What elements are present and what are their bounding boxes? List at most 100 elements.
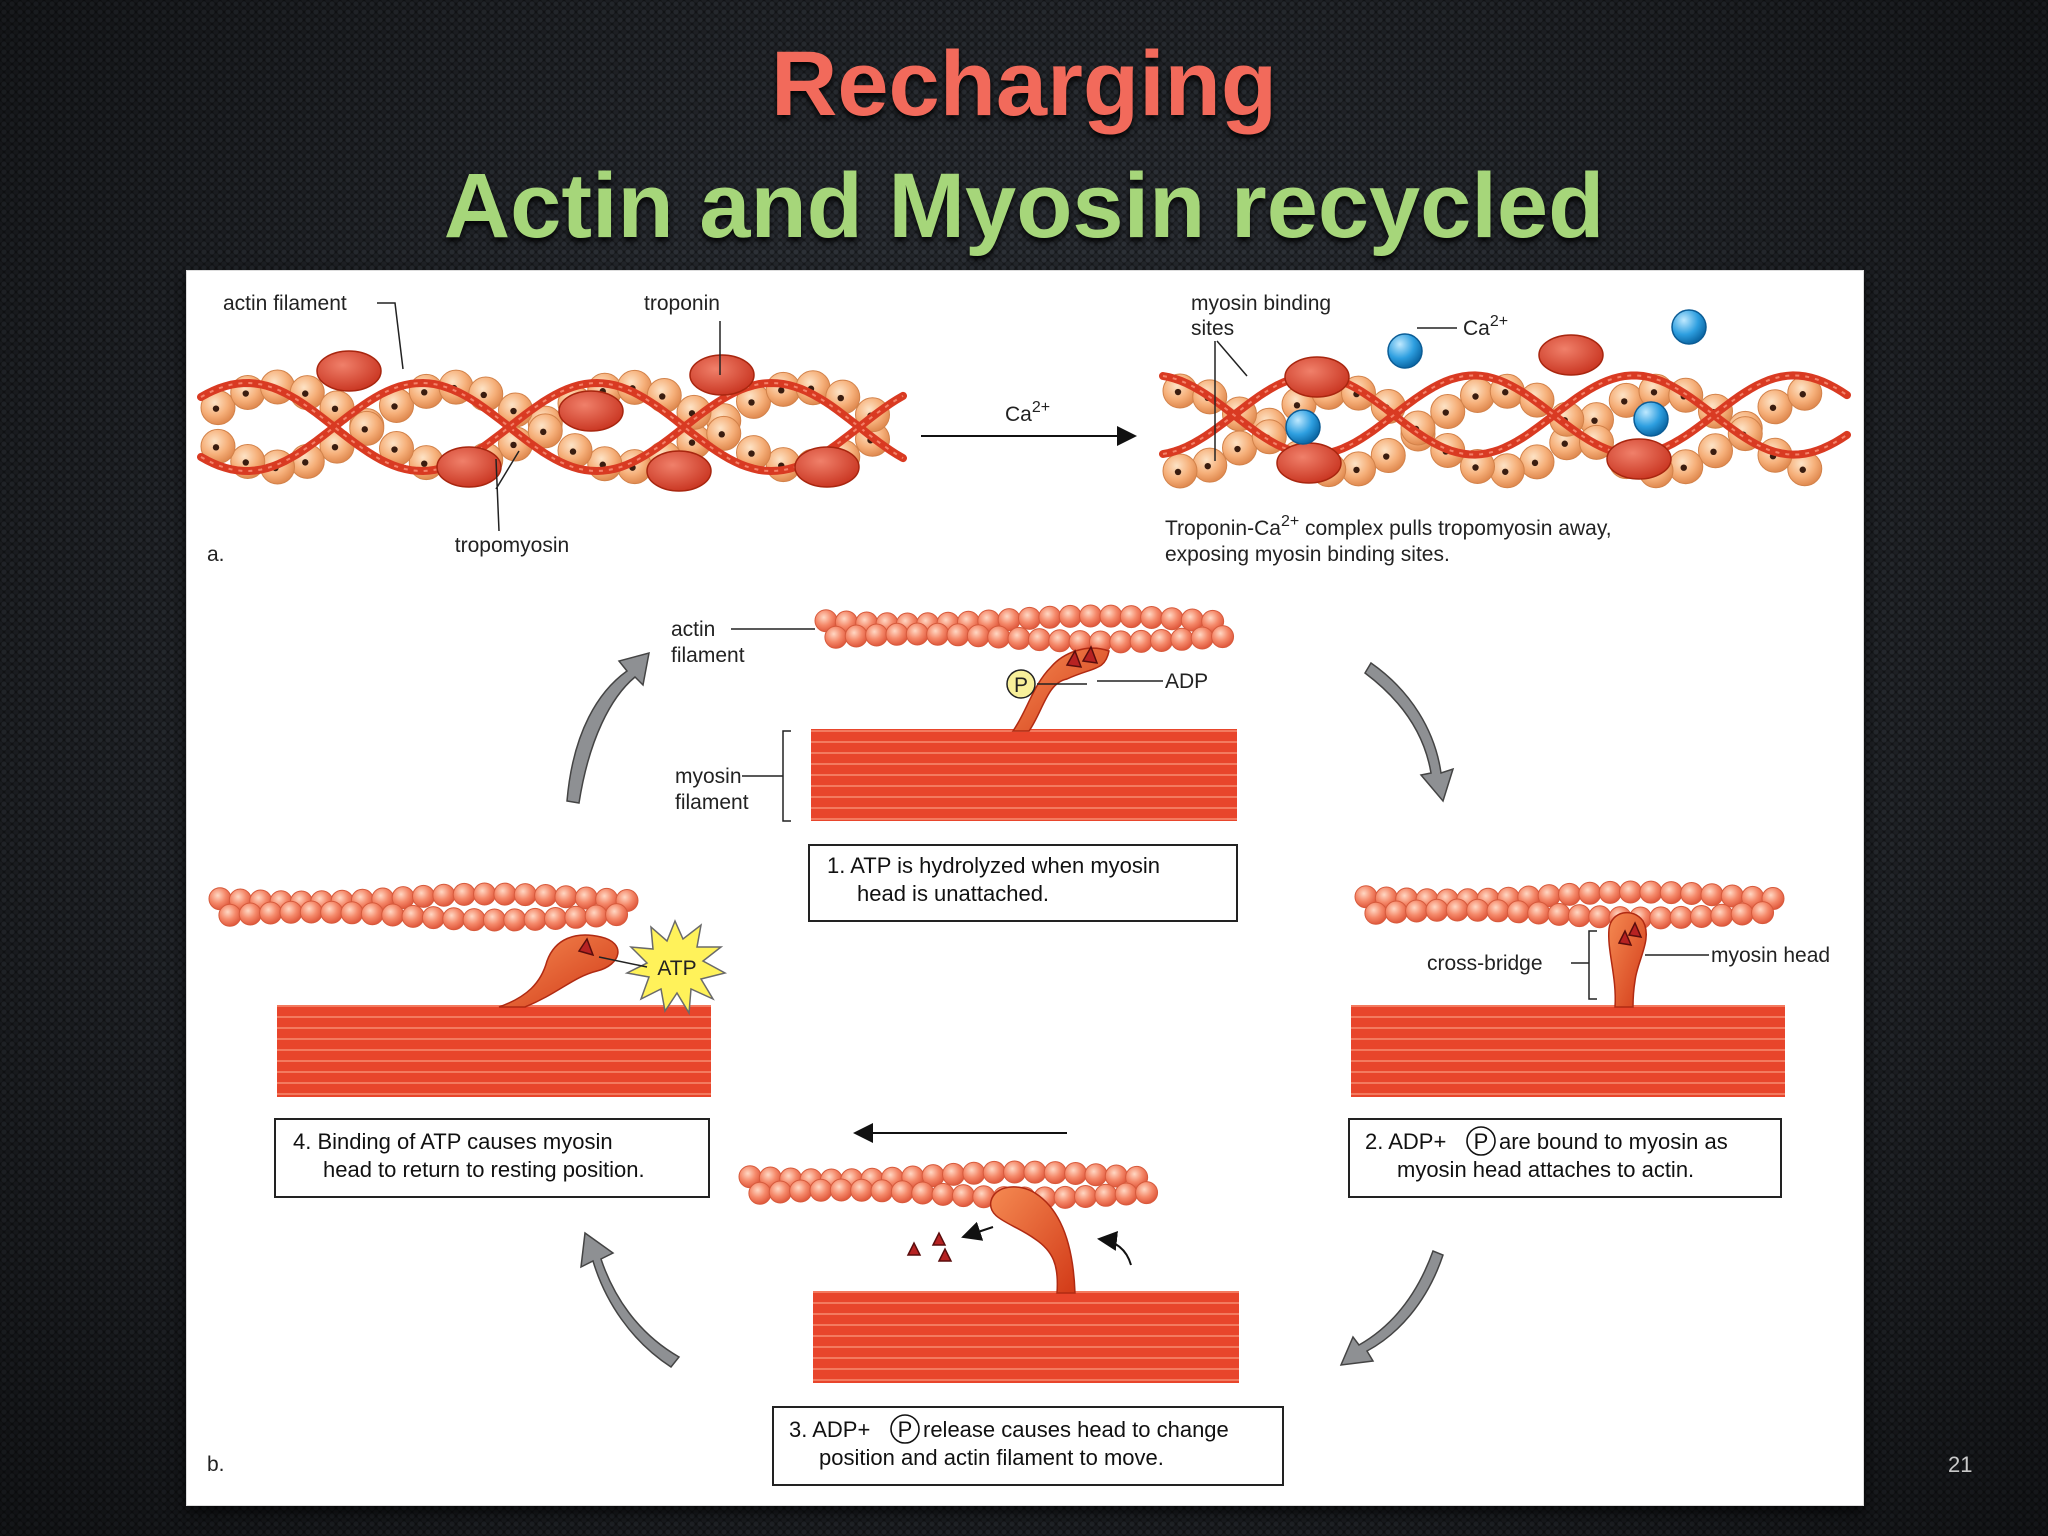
ca-ion-label: Ca2+ [1463,313,1508,340]
cycle-arrow-1-to-2 [1364,661,1455,803]
step3-phosphate-letter: P [898,1417,913,1442]
step3-caption-box [772,1406,1284,1486]
cycle-arrows [566,651,1455,1368]
actin-label-2: filament [671,644,745,667]
actin-monomer [865,623,889,647]
actin-monomer [299,900,323,924]
actin-bead-site [1502,389,1509,396]
actin-bead-site [1234,445,1241,453]
actin-bead-site [1472,393,1479,400]
stage1-phosphate-letter: P [1014,674,1028,697]
actin-monomer [421,906,445,930]
actin-monomer [1619,880,1643,904]
actin-monomer [962,1161,986,1185]
step2-phosphate-letter: P [1474,1129,1489,1154]
actin-monomer [911,1181,935,1205]
actin-bead-site [331,405,339,413]
actin-monomer [951,1184,975,1208]
actin-bead-site [212,405,220,412]
step2-phosphate-icon [1466,1126,1496,1156]
stage1-myosin-head [1011,647,1110,732]
step3-caption-line1b: release causes head to change [923,1417,1229,1442]
actin-monomer [1639,880,1663,904]
actin-monomer [926,622,950,646]
actin-monomer [259,901,283,925]
troponin-complex [316,350,382,392]
step1-caption-box [808,844,1238,922]
actin-monomer [1094,1183,1118,1207]
myosin-binding-label-2: sites [1191,317,1234,340]
actin-label-1: actin [671,618,715,641]
actin-monomer [1588,905,1612,929]
troponin-complex [1284,356,1350,398]
actin-monomer [1079,604,1103,628]
actin-monomer [1129,629,1153,653]
actin-monomer [1048,629,1072,653]
step2-caption-line1b: are bound to myosin as [1499,1129,1728,1154]
stage3-myosin-head [989,1186,1076,1294]
stage3-actin-filament [738,1160,1159,1210]
actin-monomer [1425,898,1449,922]
actin-monomer [513,883,537,907]
cycle-arrow-3-to-4 [580,1231,681,1368]
actin-bead-site [1472,464,1479,471]
actin-bead-site [748,450,755,457]
actin-monomer [544,906,567,930]
actin-bead-site [510,441,517,449]
stage2-adp-triangles [1617,921,1643,946]
actin-monomer [1084,1163,1108,1187]
stage4-myosin-head [498,934,619,1008]
actin-monomer [966,624,990,648]
actin-monomer [1018,606,1041,630]
part-b-label: b. [207,1453,225,1476]
actin-monomer [748,1181,772,1205]
actin-filament-label: actin filament [223,292,347,315]
cross-bridge-label: cross-bridge [1427,952,1543,975]
calcium-ion [1285,409,1321,445]
actin-bead-site [688,439,696,446]
actin-monomer [320,900,344,924]
actin-bead-site [1621,398,1628,405]
actin-monomer [1710,903,1734,927]
stage2-actin-filament [1354,880,1785,930]
actin-bead-site [659,393,666,400]
troponin-complex [1538,334,1604,376]
actin-monomer [503,908,527,932]
actin-monomer [1445,898,1469,922]
tropomyosin-strand-highlight [200,381,904,473]
actin-bead-site [1353,466,1360,474]
troponin-complex [558,390,624,432]
actin-monomer [340,901,364,925]
actin-bead-site [540,428,547,436]
troponin-complex [646,450,712,492]
calcium-ion [1387,333,1423,369]
actin-monomer [905,622,929,646]
actin-monomer [401,904,425,928]
actin-monomer [1043,1161,1067,1185]
step1-caption-line2: head is unattached. [857,881,1049,906]
actin-monomer [1527,901,1551,925]
actin-monomer [1547,902,1571,926]
diagram-panel: actin filament troponin tropomyosin a. C… [186,270,1864,1506]
actin-monomer [1364,901,1388,925]
actin-monomer [218,903,242,927]
actin-bead-site [242,459,249,466]
troponin-label: troponin [644,292,720,315]
cycle-arrow-4-to-1 [566,651,650,804]
actin-monomer [1680,882,1704,906]
actin-monomer [1405,899,1429,923]
actin-monomer [1466,898,1490,922]
activated-thin-filament [1159,309,1851,489]
actin-monomer [1567,904,1591,928]
actin-monomer [1135,1181,1159,1205]
actin-monomer [1190,626,1214,650]
troponin-caption-line1: Troponin-Ca2+ complex pulls tropomyosin … [1165,513,1612,540]
actin-bead-site [1502,468,1509,475]
step1-caption-line1: 1. ATP is hydrolyzed when myosin [827,853,1160,878]
actin-monomer [1384,900,1408,924]
actin-monomer [1058,604,1082,628]
actin-bead-site [778,387,785,394]
atp-leader [598,956,648,968]
troponin-caption-line2: exposing myosin binding sites. [1165,543,1450,566]
actin-monomer [1007,626,1031,650]
